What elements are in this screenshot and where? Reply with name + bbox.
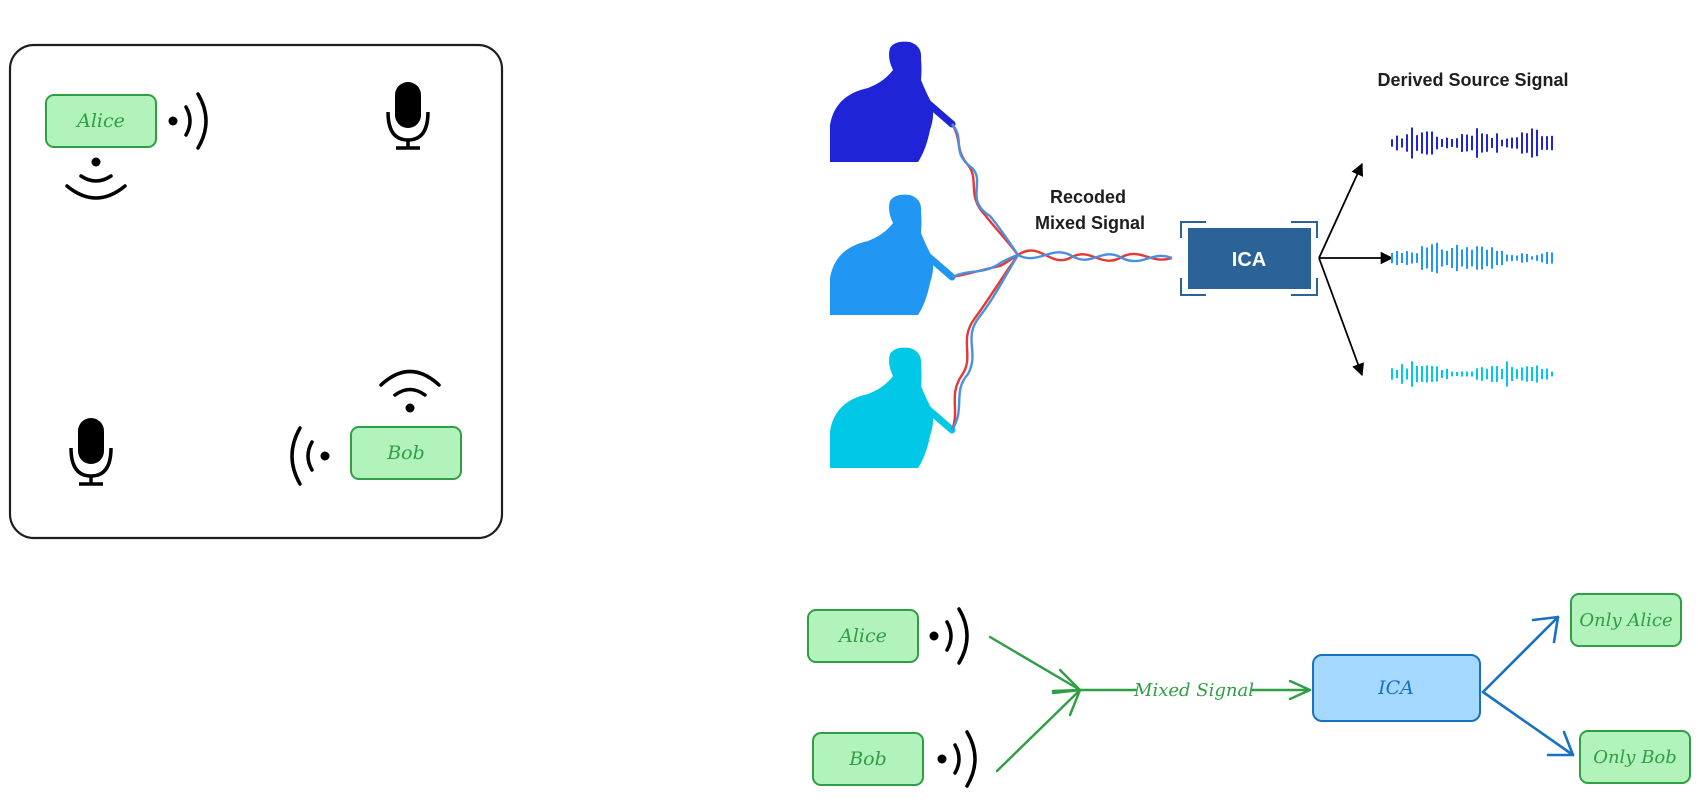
flow-ica-node: ICA [1312,654,1481,722]
room-panel: Alice [8,43,504,540]
ica-box: ICA [1180,221,1318,296]
mixed-signal-label: Mixed Signal [1133,680,1254,701]
merge-arrows [988,635,1312,773]
flow-bob-node: Bob [812,732,924,786]
output-arrows [1318,162,1394,377]
singer-silhouette-3 [830,347,956,468]
split-arrows [1481,615,1575,757]
flow-alice-node: Alice [807,609,919,663]
flow-diagram: Alice Bob Mixed Signal [807,593,1691,788]
room-bob-label: Bob [386,442,425,464]
sound-wave-right-icon [929,607,969,665]
sound-wave-down-icon [65,157,127,200]
waveform-source-2 [1391,242,1553,274]
ica-illustration: Recoded Mixed Signal ICA Derived Source … [830,41,1569,468]
derived-source-label: Derived Source Signal [1377,70,1568,90]
waveform-source-1 [1391,127,1553,159]
microphone-icon [69,418,113,486]
mixed-wires [950,123,1173,431]
flow-bob-label: Bob [848,748,887,770]
room-alice-node: Alice [45,94,157,148]
room-alice-label: Alice [75,110,125,132]
singer-silhouette-2 [830,194,956,315]
room-border [8,43,504,540]
singer-silhouette-1 [830,41,956,162]
flow-ica-label: ICA [1377,677,1414,699]
flow-alice-label: Alice [837,625,887,647]
only-alice-label: Only Alice [1579,610,1672,631]
sound-wave-right-icon [168,92,208,150]
sound-wave-left-icon [290,426,330,486]
only-bob-label: Only Bob [1593,747,1677,768]
sound-wave-right-icon [937,730,977,788]
microphone-icon [386,82,430,150]
waveform-source-3 [1391,361,1553,387]
sound-wave-up-icon [379,369,441,413]
only-bob-node: Only Bob [1579,730,1691,784]
room-bob-node: Bob [350,426,462,480]
only-alice-node: Only Alice [1570,593,1682,647]
recorded-label-line2: Mixed Signal [1035,213,1145,233]
recorded-label-line1: Recoded [1050,187,1126,207]
ica-box-label: ICA [1232,249,1266,271]
